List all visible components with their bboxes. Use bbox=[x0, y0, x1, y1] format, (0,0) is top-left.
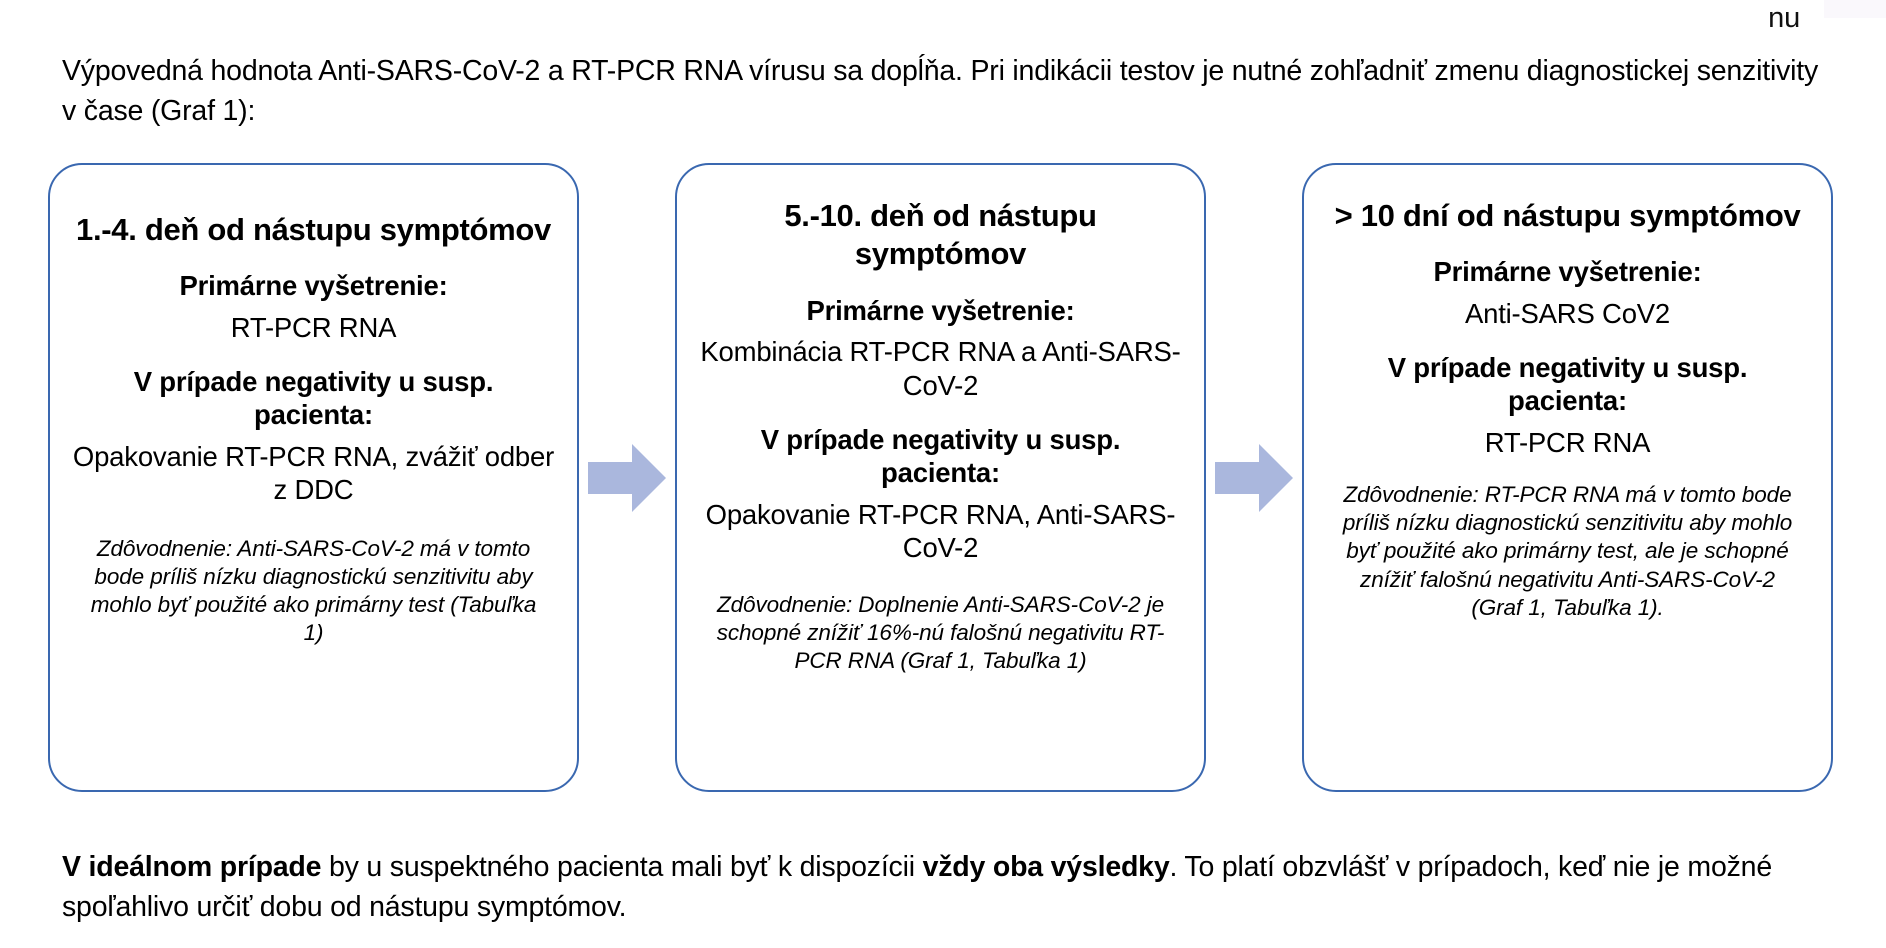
negative-case-label: V prípade negativity u susp. pacienta: bbox=[1387, 351, 1748, 417]
primary-test-value: RT-PCR RNA bbox=[230, 311, 397, 343]
flow-box-title: 5.-10. deň od nástupu symptómov bbox=[784, 198, 1097, 272]
closing-text-1: by u suspektného pacienta mali byť k dis… bbox=[321, 850, 923, 883]
rationale-note: Zdôvodnenie: RT-PCR RNA má v tomto bode … bbox=[1342, 482, 1793, 620]
closing-bold-1: V ideálnom prípade bbox=[62, 850, 322, 883]
flow-box-title: 1.-4. deň od nástupu symptómov bbox=[76, 212, 551, 247]
flow-box-day-1-4: 1.-4. deň od nástupu symptómov Primárne … bbox=[48, 163, 579, 792]
negative-case-label: V prípade negativity u susp. pacienta: bbox=[133, 365, 494, 431]
primary-test-value: Kombinácia RT-PCR RNA a Anti-SARS-CoV-2 bbox=[700, 336, 1181, 401]
closing-text-2: . To platí obzvlášť v prípadoch, keď nie… bbox=[62, 850, 1780, 923]
flow-box-title: > 10 dní od nástupu symptómov bbox=[1334, 198, 1801, 233]
corner-artifact-text: nu bbox=[1768, 2, 1800, 34]
closing-paragraph: V ideálnom prípade by u suspektného paci… bbox=[62, 847, 1852, 928]
intro-paragraph: Výpovedná hodnota Anti-SARS-CoV-2 a RT-P… bbox=[62, 54, 1826, 127]
negative-case-value: Opakovanie RT-PCR RNA, zvážiť odber z DD… bbox=[72, 440, 555, 506]
closing-bold-2: vždy oba výsledky bbox=[922, 850, 1170, 883]
primary-test-label: Primárne vyšetrenie: bbox=[806, 294, 1075, 326]
primary-test-value: Anti-SARS CoV2 bbox=[1464, 297, 1671, 329]
rationale-note: Zdôvodnenie: Doplnenie Anti-SARS-CoV-2 j… bbox=[716, 591, 1165, 673]
negative-case-value: RT-PCR RNA bbox=[1484, 426, 1651, 458]
primary-test-label: Primárne vyšetrenie: bbox=[179, 270, 448, 302]
flow-box-day-over-10: > 10 dní od nástupu symptómov Primárne v… bbox=[1302, 163, 1833, 792]
flow-arrow-2 bbox=[1206, 163, 1302, 792]
primary-test-label: Primárne vyšetrenie: bbox=[1433, 256, 1702, 288]
negative-case-value: Opakovanie RT-PCR RNA, Anti-SARS-CoV-2 bbox=[705, 498, 1176, 564]
flow-arrow-1 bbox=[579, 163, 675, 792]
corner-artifact bbox=[1824, 0, 1886, 18]
flow-box-day-5-10: 5.-10. deň od nástupu symptómov Primárne… bbox=[675, 163, 1206, 792]
right-arrow-icon bbox=[588, 443, 666, 512]
negative-case-label: V prípade negativity u susp. pacienta: bbox=[760, 423, 1121, 489]
right-arrow-icon bbox=[1215, 443, 1293, 512]
flow-diagram: 1.-4. deň od nástupu symptómov Primárne … bbox=[48, 163, 1838, 793]
rationale-note: Zdôvodnenie: Anti-SARS-CoV-2 má v tomto … bbox=[90, 535, 537, 646]
